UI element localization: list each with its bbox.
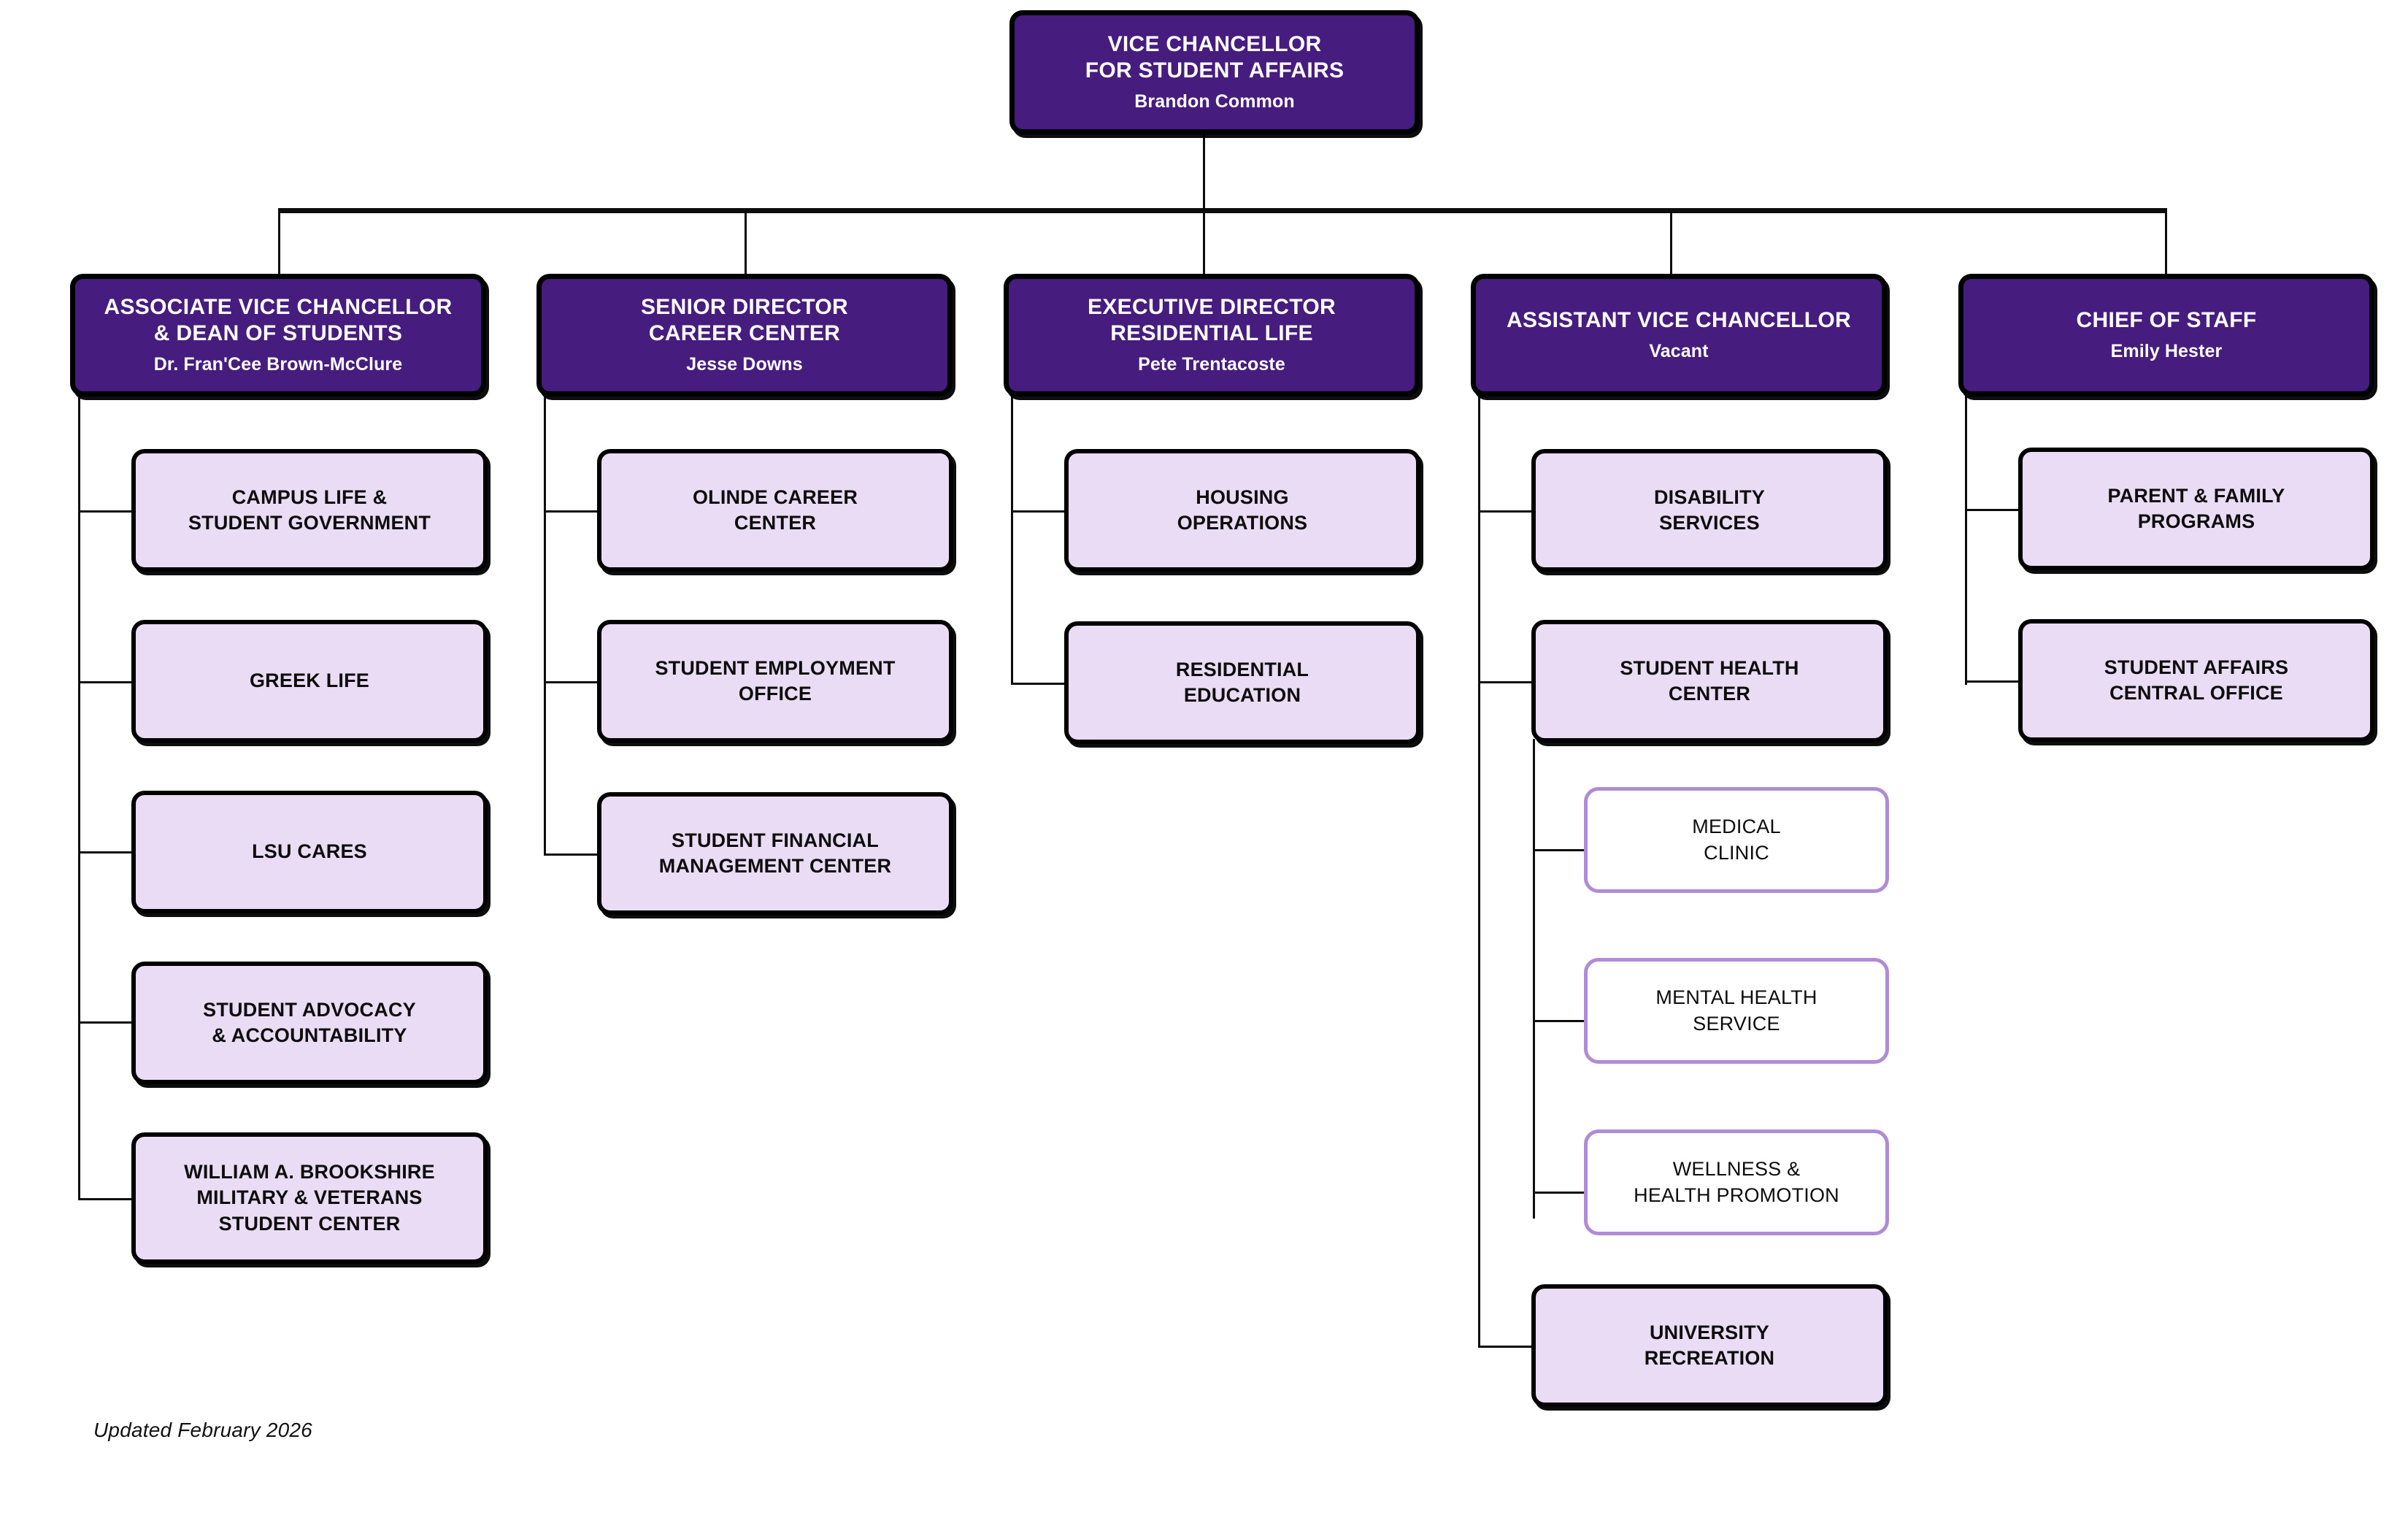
node-senior-director-career-center[interactable]: SENIOR DIRECTOR CAREER CENTER Jesse Down…	[536, 274, 953, 396]
node-mental-health-service[interactable]: MENTAL HEALTH SERVICE	[1584, 958, 1889, 1064]
connector-branch-col1-4	[78, 1021, 133, 1024]
connector-drop-division-1	[278, 208, 280, 274]
node-chief-of-staff[interactable]: CHIEF OF STAFF Emily Hester	[1958, 274, 2374, 396]
node-person-name: Vacant	[1649, 340, 1709, 361]
node-title: CHIEF OF STAFF	[2076, 307, 2257, 332]
node-assistant-vice-chancellor[interactable]: ASSISTANT VICE CHANCELLOR Vacant	[1471, 274, 1887, 396]
node-title: MEDICAL CLINIC	[1692, 816, 1781, 864]
node-title: EXECUTIVE DIRECTOR RESIDENTIAL LIFE	[1088, 294, 1336, 346]
node-title: WELLNESS & HEALTH PROMOTION	[1634, 1158, 1839, 1206]
node-student-affairs-central-office[interactable]: STUDENT AFFAIRS CENTRAL OFFICE	[2018, 619, 2374, 742]
node-title: VICE CHANCELLOR FOR STUDENT AFFAIRS	[1085, 31, 1345, 83]
connector-branch-col3-2	[1011, 683, 1066, 685]
connector-branch-shc-3	[1533, 1192, 1585, 1194]
connector-drop-division-2	[745, 208, 747, 274]
connector-spine-col3	[1011, 396, 1013, 685]
node-housing-operations[interactable]: HOUSING OPERATIONS	[1064, 449, 1420, 572]
updated-date-note: Updated February 2026	[93, 1419, 312, 1441]
node-title: STUDENT ADVOCACY & ACCOUNTABILITY	[203, 998, 416, 1046]
node-person-name: Brandon Common	[1134, 91, 1295, 112]
node-student-advocacy-accountability[interactable]: STUDENT ADVOCACY & ACCOUNTABILITY	[131, 962, 488, 1084]
node-person-name: Pete Trentacoste	[1138, 353, 1285, 375]
connector-branch-col3-1	[1011, 510, 1066, 513]
node-student-financial-management-center[interactable]: STUDENT FINANCIAL MANAGEMENT CENTER	[597, 792, 953, 915]
node-william-a-brookshire-military-veterans-student-center[interactable]: WILLIAM A. BROOKSHIRE MILITARY & VETERAN…	[131, 1132, 488, 1264]
node-medical-clinic[interactable]: MEDICAL CLINIC	[1584, 787, 1889, 893]
node-person-name: Dr. Fran'Cee Brown-McClure	[153, 353, 403, 375]
connector-spine-student-health-center	[1533, 739, 1535, 1219]
node-associate-vice-chancellor-dean-of-students[interactable]: ASSOCIATE VICE CHANCELLOR & DEAN OF STUD…	[70, 274, 486, 396]
node-lsu-cares[interactable]: LSU CARES	[131, 791, 488, 913]
connector-drop-division-3	[1203, 208, 1205, 274]
node-vice-chancellor-student-affairs[interactable]: VICE CHANCELLOR FOR STUDENT AFFAIRS Bran…	[1009, 10, 1420, 134]
node-title: ASSISTANT VICE CHANCELLOR	[1507, 307, 1851, 332]
connector-branch-shc-2	[1533, 1020, 1585, 1022]
node-wellness-health-promotion[interactable]: WELLNESS & HEALTH PROMOTION	[1584, 1129, 1889, 1235]
node-title: OLINDE CAREER CENTER	[692, 486, 858, 534]
connector-branch-col1-5	[78, 1198, 133, 1200]
connector-branch-col2-1	[544, 510, 599, 513]
node-title: MENTAL HEALTH SERVICE	[1655, 986, 1817, 1035]
node-title: LSU CARES	[252, 840, 367, 863]
connector-bus-horizontal	[278, 208, 2166, 213]
connector-root-down	[1203, 134, 1205, 210]
node-title: STUDENT EMPLOYMENT OFFICE	[655, 656, 896, 705]
node-title: SENIOR DIRECTOR CAREER CENTER	[641, 294, 848, 346]
node-parent-family-programs[interactable]: PARENT & FAMILY PROGRAMS	[2018, 448, 2374, 570]
node-title: STUDENT HEALTH CENTER	[1620, 656, 1799, 705]
node-title: WILLIAM A. BROOKSHIRE MILITARY & VETERAN…	[184, 1161, 435, 1235]
connector-branch-col4-3	[1478, 1346, 1533, 1348]
node-title: STUDENT FINANCIAL MANAGEMENT CENTER	[658, 829, 892, 877]
connector-branch-col1-3	[78, 851, 133, 853]
node-title: RESIDENTIAL EDUCATION	[1175, 658, 1309, 706]
connector-branch-col1-1	[78, 510, 133, 513]
node-disability-services[interactable]: DISABILITY SERVICES	[1531, 449, 1888, 572]
node-campus-life-student-government[interactable]: CAMPUS LIFE & STUDENT GOVERNMENT	[131, 449, 488, 572]
connector-branch-col4-1	[1478, 510, 1533, 513]
node-olinde-career-center[interactable]: OLINDE CAREER CENTER	[597, 449, 953, 572]
connector-branch-shc-1	[1533, 849, 1585, 851]
node-greek-life[interactable]: GREEK LIFE	[131, 620, 488, 743]
connector-spine-col2	[544, 396, 546, 856]
connector-drop-division-4	[1670, 208, 1672, 274]
node-person-name: Emily Hester	[2110, 340, 2223, 361]
node-person-name: Jesse Downs	[686, 353, 803, 375]
node-title: UNIVERSITY RECREATION	[1644, 1321, 1775, 1369]
node-title: DISABILITY SERVICES	[1653, 486, 1765, 534]
connector-drop-division-5	[2165, 208, 2167, 274]
connector-branch-col5-1	[1965, 509, 2020, 511]
node-executive-director-residential-life[interactable]: EXECUTIVE DIRECTOR RESIDENTIAL LIFE Pete…	[1004, 274, 1420, 396]
node-title: PARENT & FAMILY PROGRAMS	[2107, 484, 2285, 532]
node-title: ASSOCIATE VICE CHANCELLOR & DEAN OF STUD…	[104, 294, 453, 346]
connector-spine-col4	[1478, 396, 1480, 1348]
node-title: CAMPUS LIFE & STUDENT GOVERNMENT	[188, 486, 431, 534]
node-student-employment-office[interactable]: STUDENT EMPLOYMENT OFFICE	[597, 620, 953, 743]
node-title: STUDENT AFFAIRS CENTRAL OFFICE	[2104, 656, 2289, 704]
connector-spine-col1	[78, 396, 80, 1200]
node-student-health-center[interactable]: STUDENT HEALTH CENTER	[1531, 620, 1888, 743]
node-residential-education[interactable]: RESIDENTIAL EDUCATION	[1064, 621, 1420, 744]
connector-branch-col5-2	[1965, 680, 2020, 683]
connector-spine-col5	[1965, 396, 1967, 685]
connector-branch-col4-2	[1478, 681, 1533, 683]
node-title: HOUSING OPERATIONS	[1177, 486, 1308, 534]
connector-branch-col2-3	[544, 853, 599, 856]
node-university-recreation[interactable]: UNIVERSITY RECREATION	[1531, 1284, 1888, 1407]
connector-branch-col1-2	[78, 681, 133, 683]
connector-branch-col2-2	[544, 681, 599, 683]
node-title: GREEK LIFE	[249, 670, 369, 692]
